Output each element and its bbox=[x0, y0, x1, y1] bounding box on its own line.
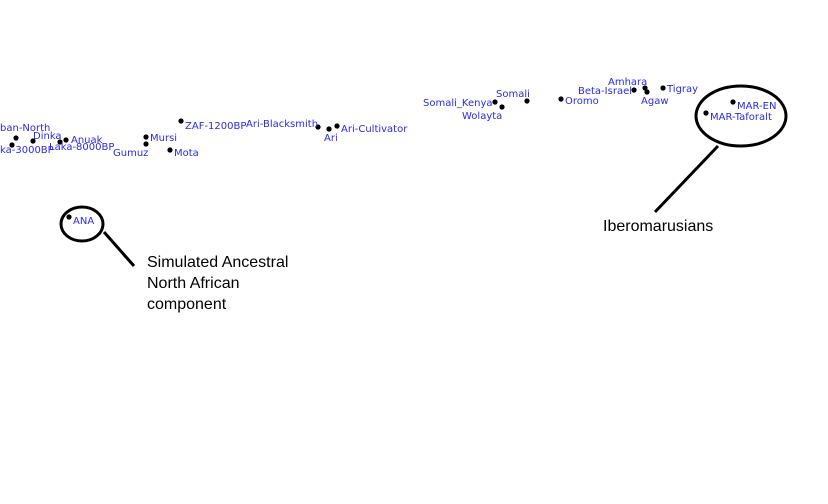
ana-annotation-line-1: Simulated Ancestral bbox=[147, 254, 288, 271]
data-point-somali bbox=[524, 98, 530, 104]
data-point-ari bbox=[326, 126, 332, 132]
data-point-mursi bbox=[143, 134, 149, 140]
data-point-ka-3000bp bbox=[9, 142, 15, 148]
point-label-dinka: Dinka bbox=[33, 131, 62, 142]
data-point-ari-blacksmith bbox=[315, 124, 321, 130]
data-point-tigray bbox=[660, 85, 666, 91]
point-label-ari: Ari bbox=[324, 133, 338, 144]
ana-annotation-text: Simulated Ancestral North African compon… bbox=[147, 254, 293, 313]
data-point-ban-north bbox=[13, 135, 19, 141]
point-label-oromo: Oromo bbox=[565, 96, 599, 107]
point-label-ari-cultivator: Ari-Cultivator bbox=[341, 124, 408, 135]
point-label-mar-en: MAR-EN bbox=[737, 101, 776, 112]
ana-annotation-line-2: North African bbox=[147, 275, 239, 292]
point-label-tigray: Tigray bbox=[666, 84, 698, 95]
callout-layer bbox=[59, 84, 788, 267]
point-label-mursi: Mursi bbox=[150, 133, 177, 144]
iberomarusians-callout-ellipse bbox=[694, 84, 788, 148]
ana-callout-line bbox=[102, 231, 136, 267]
point-label-beta-israel: Beta-Israel bbox=[578, 86, 632, 97]
data-point-anuak bbox=[63, 137, 69, 143]
data-point-ari-cultivator bbox=[334, 123, 340, 129]
point-label-ana: ANA bbox=[73, 216, 94, 227]
data-point-ana bbox=[66, 214, 72, 220]
data-point-mar-taforalt bbox=[703, 110, 709, 116]
data-points bbox=[9, 85, 736, 220]
ana-annotation-line-3: component bbox=[147, 296, 227, 313]
data-point-dinka bbox=[30, 138, 36, 144]
data-point-mota bbox=[167, 147, 173, 153]
point-label-mar-taforalt: MAR-Taforalt bbox=[710, 112, 772, 123]
data-point-agaw bbox=[644, 89, 650, 95]
data-point-zaf-1200bp bbox=[178, 118, 184, 124]
point-label-mota: Mota bbox=[174, 148, 199, 159]
point-label-amhara: Amhara bbox=[608, 77, 647, 88]
data-point-somali-kenya bbox=[492, 99, 498, 105]
point-label-laka-8000bp: Laka-8000BP bbox=[49, 142, 114, 153]
data-point-beta-israel bbox=[631, 87, 637, 93]
point-label-wolayta: Wolayta bbox=[462, 111, 502, 122]
data-point-gumuz bbox=[143, 141, 149, 147]
data-point-amhara bbox=[642, 85, 648, 91]
point-label-gumuz: Gumuz bbox=[113, 148, 148, 159]
point-label-ari-blacksmith: Ari-Blacksmith bbox=[246, 119, 318, 130]
point-label-anuak: Anuak bbox=[71, 135, 103, 146]
iberomarusians-callout-line bbox=[653, 144, 720, 214]
data-point-oromo bbox=[558, 96, 564, 102]
data-point-laka-8000bp bbox=[57, 139, 63, 145]
point-label-ka-3000bp: ka-3000BP bbox=[0, 145, 54, 156]
point-label-somali: Somali bbox=[496, 89, 530, 100]
ana-callout-ellipse bbox=[59, 205, 105, 243]
point-label-agaw: Agaw bbox=[641, 96, 669, 107]
data-point-wolayta bbox=[499, 104, 505, 110]
iberomarusians-annotation-text: Iberomarusians bbox=[603, 218, 713, 235]
point-label-somali-kenya: Somali_Kenya bbox=[423, 98, 493, 109]
point-label-ban-north: ban-North bbox=[0, 123, 50, 134]
point-label-zaf-1200bp: ZAF-1200BP bbox=[185, 121, 246, 132]
data-point-mar-en bbox=[730, 99, 736, 105]
